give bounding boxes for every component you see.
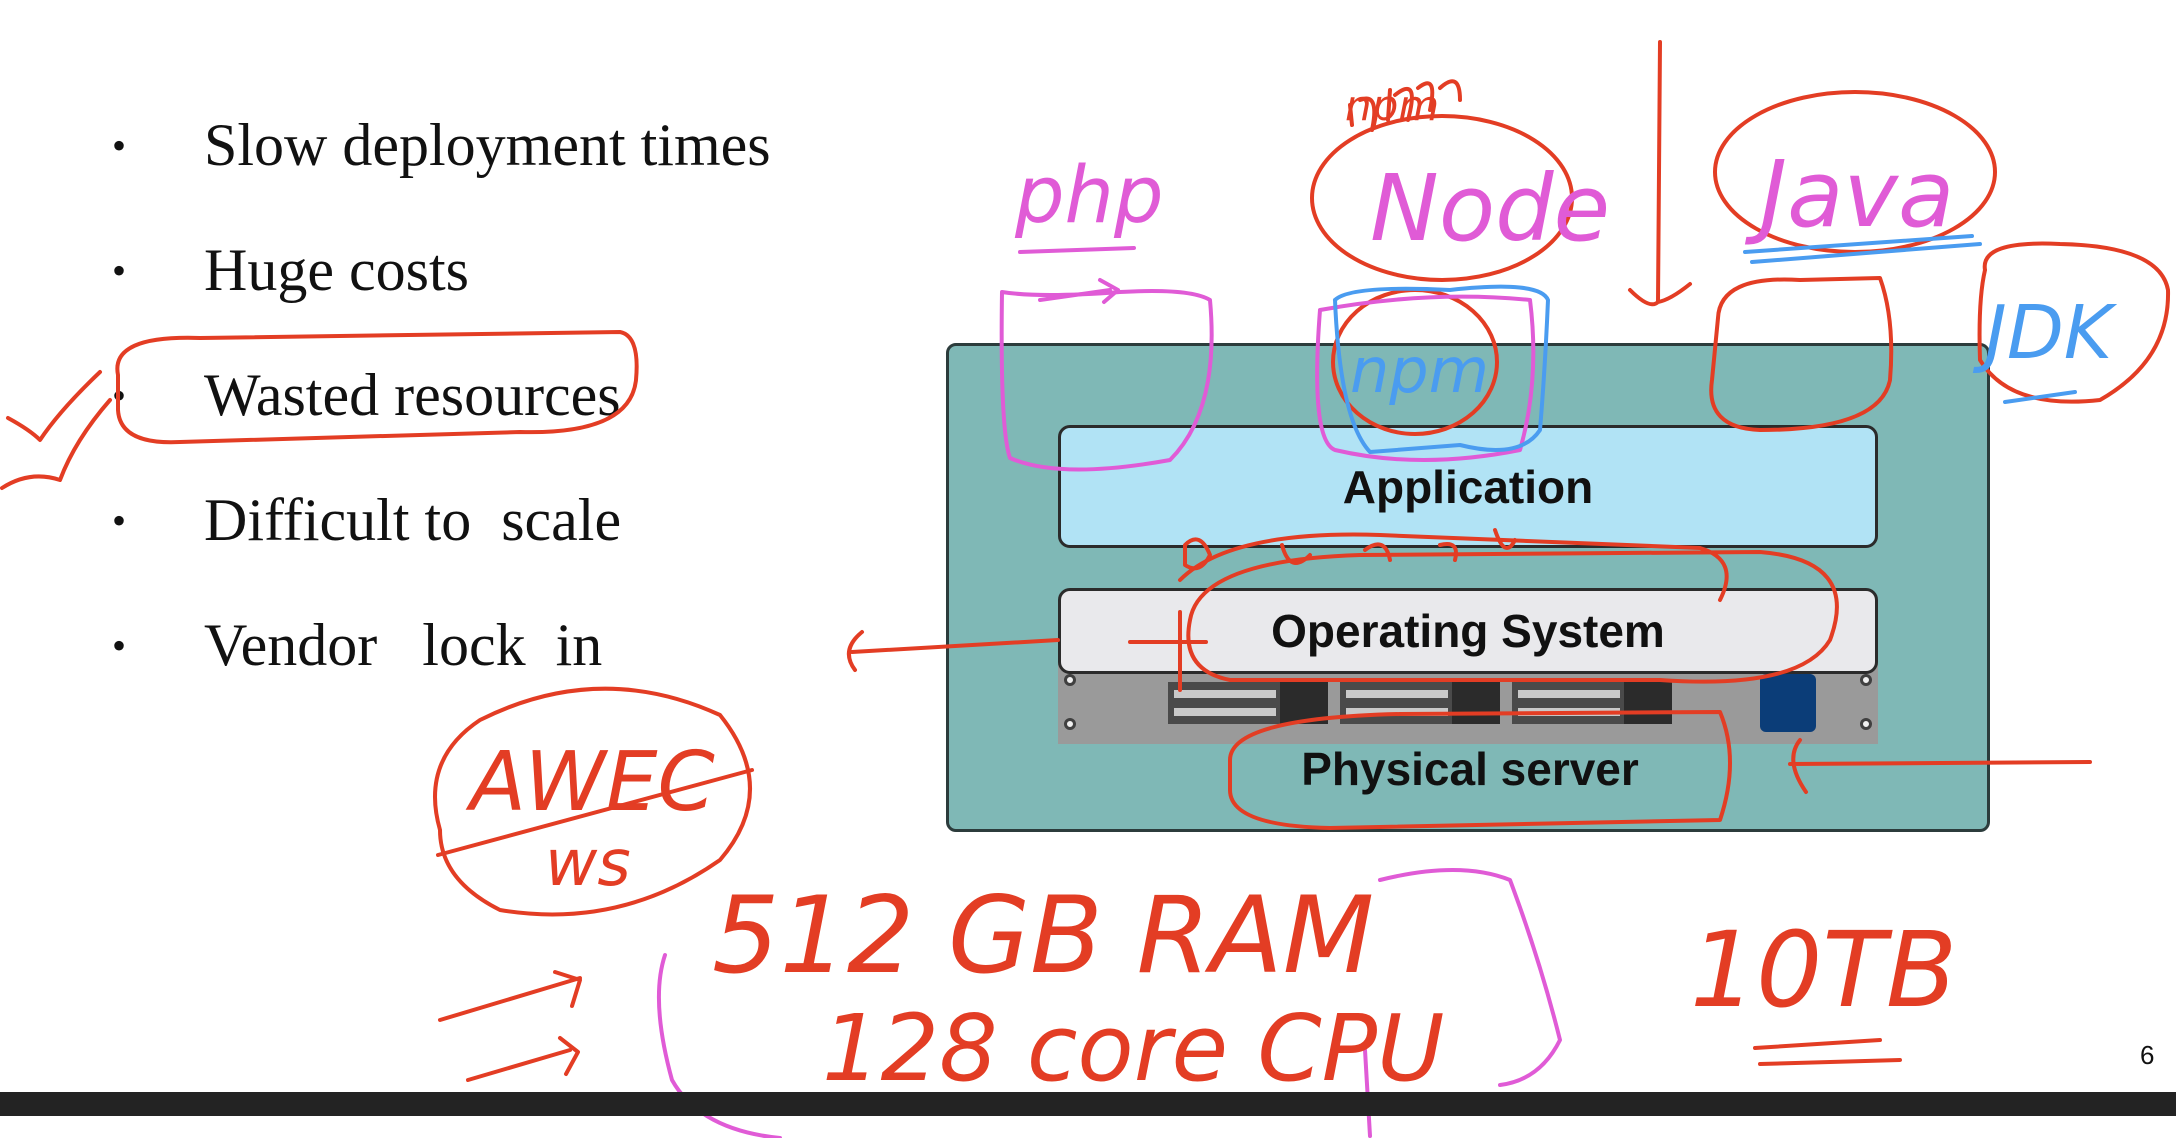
ink-text-cpu: 128 core CPU (822, 995, 1444, 1102)
ink-text-ram: 512 GB RAM (712, 874, 1374, 997)
drive-bay-icon (1512, 682, 1672, 724)
ink-brace-right (1378, 868, 1562, 1087)
application-label: Application (1342, 460, 1594, 513)
ink-underline-php (1018, 246, 1136, 254)
ink-underline-storage (1753, 1038, 1902, 1066)
ink-circle-jdk (1977, 241, 2171, 404)
ink-divider-awec (436, 768, 754, 857)
rack-screw-icon (1860, 718, 1872, 730)
arrow-right-icon (438, 970, 582, 1022)
ink-circle-java (1713, 90, 1997, 254)
drive-bay-icon (1340, 682, 1500, 724)
bullet-item: • Vendor lock in (112, 605, 602, 685)
operating-system-layer: Operating System (1058, 588, 1878, 674)
bottom-bar (0, 1092, 2176, 1116)
arrow-down-icon (1628, 40, 1692, 307)
ink-text-npm-top (1348, 79, 1462, 132)
bullet-marker: • (112, 372, 127, 418)
ink-text-awec: AWEC (465, 735, 715, 830)
bullet-marker: • (112, 247, 127, 293)
bullet-item: • Slow deployment times (112, 105, 771, 185)
bullet-item: • Wasted resources (112, 355, 621, 435)
operating-system-label: Operating System (1271, 605, 1665, 657)
ink-underline-jdk (2003, 390, 2077, 404)
bullet-marker: • (112, 497, 127, 543)
rack-screw-icon (1064, 718, 1076, 730)
bullet-text: Difficult to scale (204, 486, 622, 553)
bullet-text: Vendor lock in (204, 611, 603, 678)
bullet-item: • Difficult to scale (112, 480, 621, 560)
page-number: 6 (2140, 1040, 2155, 1070)
ink-circle-awec (433, 686, 752, 917)
ink-text-php: php (1014, 151, 1163, 241)
rack-screw-icon (1860, 674, 1872, 686)
application-layer: Application (1058, 425, 1878, 548)
arrow-up-icon (1038, 278, 1120, 304)
ink-text-ws: ws (545, 827, 631, 901)
bullet-item: • Huge costs (112, 230, 469, 310)
ink-text-storage: 10TB (1690, 909, 1957, 1031)
drive-bay-icon (1168, 682, 1328, 724)
rack-screw-icon (1064, 674, 1076, 686)
bullet-text: Huge costs (204, 236, 469, 303)
physical-server-label: Physical server (1301, 743, 1639, 795)
ink-underline-java (1743, 234, 1982, 264)
ink-text-node: Node (1370, 155, 1610, 262)
ink-text-java: Java (1744, 141, 1954, 248)
power-unit-icon (1760, 674, 1816, 732)
ink-text-jdk: JDK (1972, 290, 2118, 376)
bullet-marker: • (112, 122, 127, 168)
bullet-marker: • (112, 622, 127, 668)
arrow-right-icon (466, 1036, 580, 1082)
bullet-list: • Slow deployment times • Huge costs • W… (0, 0, 900, 720)
bullet-text: Wasted resources (204, 361, 621, 428)
bullet-text: Slow deployment times (204, 111, 771, 178)
ink-circle-node (1310, 114, 1574, 282)
ink-text-npm-top-word: npm (1345, 81, 1439, 130)
